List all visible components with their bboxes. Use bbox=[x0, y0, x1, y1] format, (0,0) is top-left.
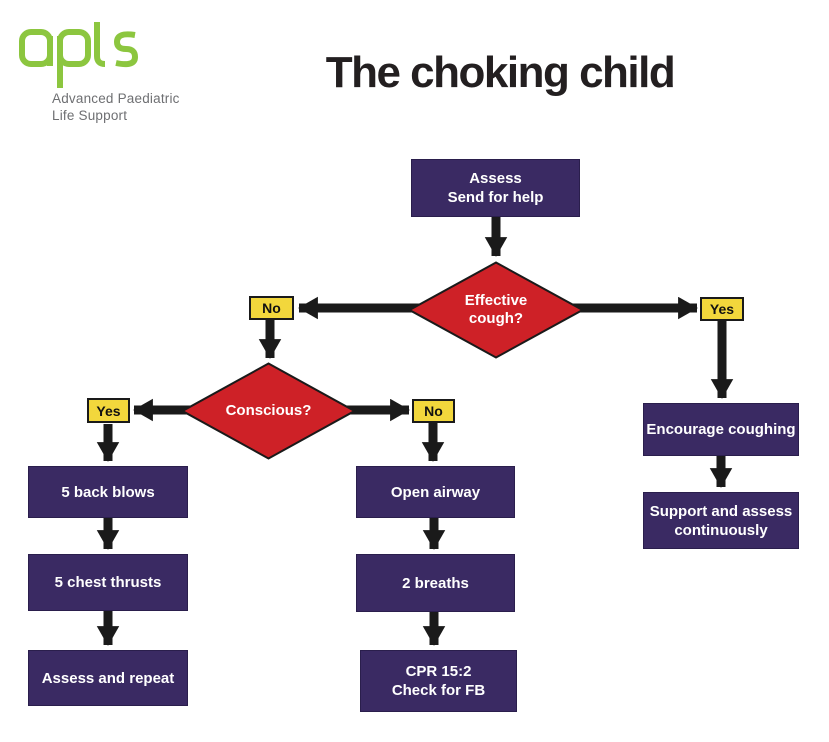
page-title: The choking child bbox=[325, 48, 676, 97]
support-assess-label-line1: Support and assess bbox=[649, 502, 793, 520]
logo-subtitle: Advanced Paediatric Life Support bbox=[52, 90, 180, 124]
cpr-box: CPR 15:2 Check for FB bbox=[360, 650, 517, 712]
chest-thrusts-label: 5 chest thrusts bbox=[54, 574, 162, 591]
support-assess-box: Support and assess continuously bbox=[643, 492, 799, 549]
open-airway-label: Open airway bbox=[390, 483, 481, 501]
cpr-label-line1: CPR 15:2 bbox=[405, 663, 472, 680]
assess-repeat-label: Assess and repeat bbox=[41, 669, 175, 687]
breaths-box: 2 breaths bbox=[356, 554, 515, 612]
encourage-coughing-box: Encourage coughing bbox=[643, 403, 799, 456]
assess-label-line1: Assess bbox=[469, 170, 522, 187]
yes-tag-top: Yes bbox=[700, 297, 744, 321]
assess-label-line2: Send for help bbox=[447, 189, 544, 206]
yes-tag-left: Yes bbox=[87, 398, 130, 423]
diamond-shape-icon bbox=[181, 362, 356, 460]
effective-cough-label-line1: Effective bbox=[464, 292, 528, 309]
no-tag-middle: No bbox=[412, 399, 455, 423]
support-assess-label-line2: continuously bbox=[674, 521, 768, 539]
breaths-label: 2 breaths bbox=[402, 574, 469, 592]
conscious-label: Conscious? bbox=[225, 402, 312, 419]
effective-cough-label-line2: cough? bbox=[468, 310, 524, 327]
effective-cough-diamond: Effective cough? bbox=[408, 261, 584, 359]
back-blows-box: 5 back blows bbox=[28, 466, 188, 518]
effective-cough-label: Effective cough? bbox=[408, 261, 584, 359]
conscious-diamond: Conscious? bbox=[181, 362, 356, 460]
no-tag-top: No bbox=[249, 296, 294, 320]
open-airway-box: Open airway bbox=[356, 466, 515, 518]
apls-logo-icon bbox=[19, 22, 138, 88]
back-blows-label: 5 back blows bbox=[61, 483, 155, 501]
encourage-coughing-label: Encourage coughing bbox=[646, 421, 796, 438]
cpr-label-line2: Check for FB bbox=[391, 682, 486, 699]
diamond-shape-icon bbox=[408, 261, 584, 359]
logo-subtitle-line2: Life Support bbox=[52, 108, 128, 123]
assess-box: Assess Send for help bbox=[411, 159, 580, 217]
logo-subtitle-line1: Advanced Paediatric bbox=[52, 91, 180, 106]
chest-thrusts-box: 5 chest thrusts bbox=[28, 554, 188, 611]
assess-repeat-box: Assess and repeat bbox=[28, 650, 188, 706]
